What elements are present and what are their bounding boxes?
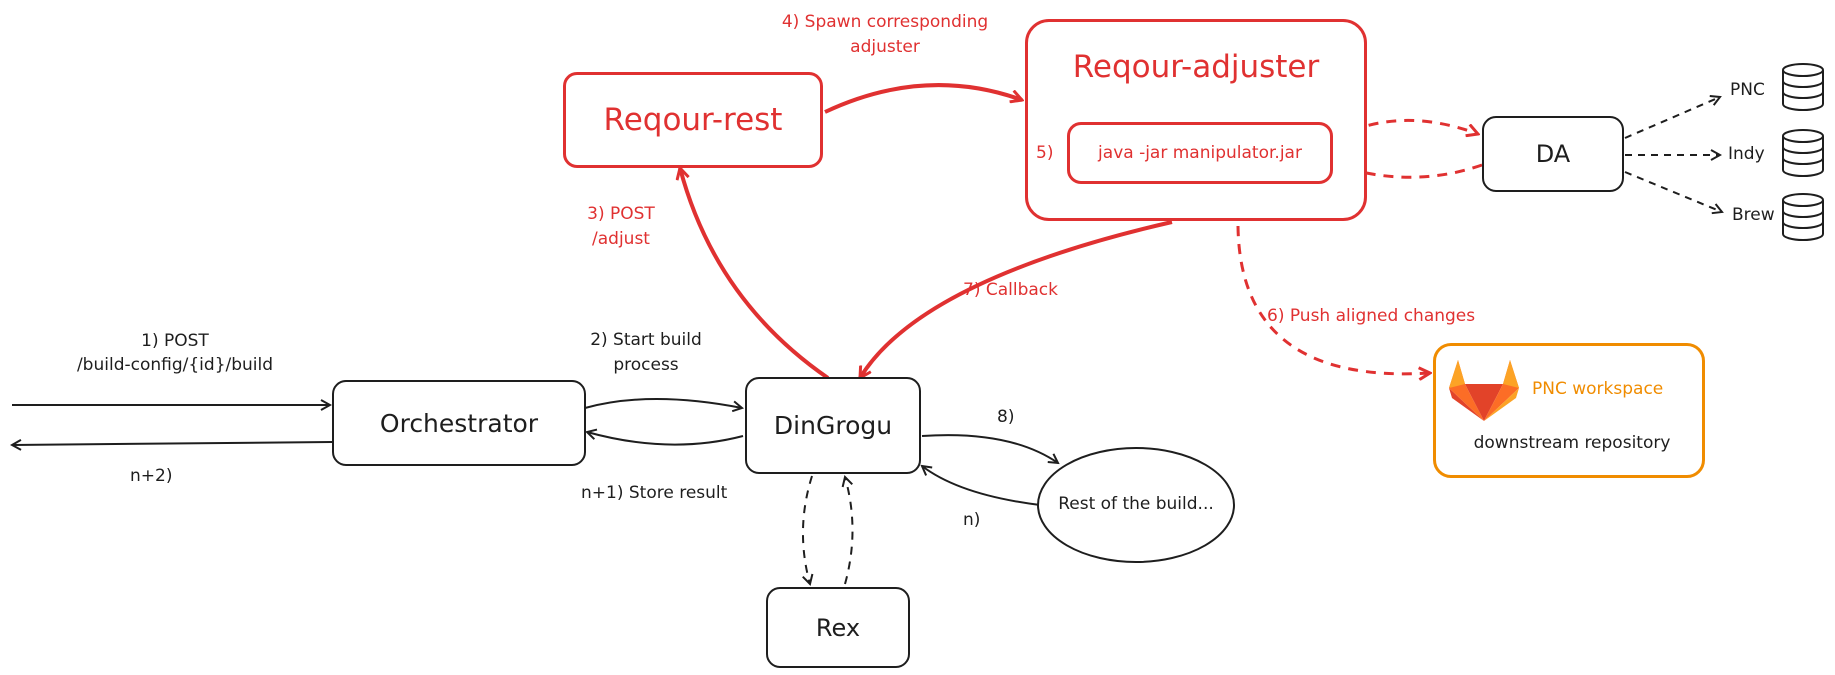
step-n-label: n) bbox=[963, 510, 981, 530]
step-n1-label: n+1) Store result bbox=[581, 483, 728, 503]
orchestrator-label: Orchestrator bbox=[379, 408, 539, 438]
step2-label-line1: 2) Start build bbox=[590, 330, 702, 350]
step1-label-line1: 1) POST bbox=[141, 331, 209, 351]
step4-label-line2: adjuster bbox=[850, 37, 920, 57]
step6-label: 6) Push aligned changes bbox=[1267, 306, 1476, 326]
arrow-to-rest-of-build bbox=[921, 434, 1058, 463]
step3-label-line2: /adjust bbox=[592, 229, 650, 249]
arrow-da-to-pnc bbox=[1624, 97, 1720, 139]
reqour-rest-node: Reqour-rest bbox=[563, 72, 823, 168]
pnc-storage-icon bbox=[1782, 63, 1824, 111]
arrow-da-to-brew bbox=[1624, 171, 1722, 212]
reqour-rest-label: Reqour-rest bbox=[603, 102, 783, 138]
dingrogu-node: DinGrogu bbox=[745, 377, 921, 474]
step2-label-line2: process bbox=[613, 355, 679, 375]
step1-label-line2: /build-config/{id}/build bbox=[76, 355, 274, 375]
indy-storage-icon bbox=[1782, 129, 1824, 177]
da-node: DA bbox=[1482, 116, 1624, 192]
manipulator-node: java -jar manipulator.jar bbox=[1067, 122, 1333, 184]
arrow-dingrogu-to-rex bbox=[801, 475, 812, 584]
arrow-rest-back bbox=[922, 466, 1041, 506]
brew-storage-icon bbox=[1782, 193, 1824, 241]
step3-label-line1: 3) POST bbox=[587, 204, 655, 224]
orchestrator-node: Orchestrator bbox=[332, 380, 586, 466]
reqour-adjuster-node: Reqour-adjuster bbox=[1025, 19, 1367, 221]
step5-label: 5) bbox=[1036, 143, 1054, 163]
rex-node: Rex bbox=[766, 587, 910, 668]
arrow-manipulator-to-da bbox=[1334, 118, 1478, 140]
dingrogu-label: DinGrogu bbox=[773, 411, 893, 440]
storage-label-brew: Brew bbox=[1732, 205, 1775, 225]
rest-of-build-label: Rest of the build... bbox=[1058, 494, 1214, 514]
rex-label: Rex bbox=[815, 613, 861, 642]
storage-label-indy: Indy bbox=[1728, 144, 1765, 164]
arrow-spawn-adjuster bbox=[824, 83, 1022, 114]
rest-of-build-ellipse bbox=[1037, 447, 1235, 563]
arrow-start-build bbox=[584, 398, 742, 408]
da-label: DA bbox=[1535, 140, 1571, 168]
step8-label: 8) bbox=[997, 407, 1015, 427]
arrow-post-adjust bbox=[680, 168, 830, 380]
arrow-rex-to-dingrogu bbox=[845, 477, 854, 585]
gitlab-icon bbox=[1449, 360, 1519, 421]
workspace-repo: downstream repository bbox=[1473, 433, 1671, 453]
storage-label-pnc: PNC bbox=[1730, 80, 1765, 100]
manipulator-label: java -jar manipulator.jar bbox=[1098, 143, 1302, 163]
reqour-adjuster-label: Reqour-adjuster bbox=[1072, 49, 1320, 85]
arrow-callback bbox=[858, 220, 1173, 378]
arrow-response-out bbox=[12, 442, 333, 445]
pnc-workspace-node: PNC workspace downstream repository bbox=[1433, 343, 1705, 478]
step7-label: 7) Callback bbox=[963, 280, 1058, 300]
arrow-push-changes bbox=[1236, 225, 1430, 374]
step-n2-label: n+2) bbox=[130, 466, 173, 486]
workspace-title: PNC workspace bbox=[1532, 379, 1664, 399]
step4-label-line1: 4) Spawn corresponding bbox=[781, 12, 989, 32]
arrow-store-result bbox=[587, 432, 744, 446]
